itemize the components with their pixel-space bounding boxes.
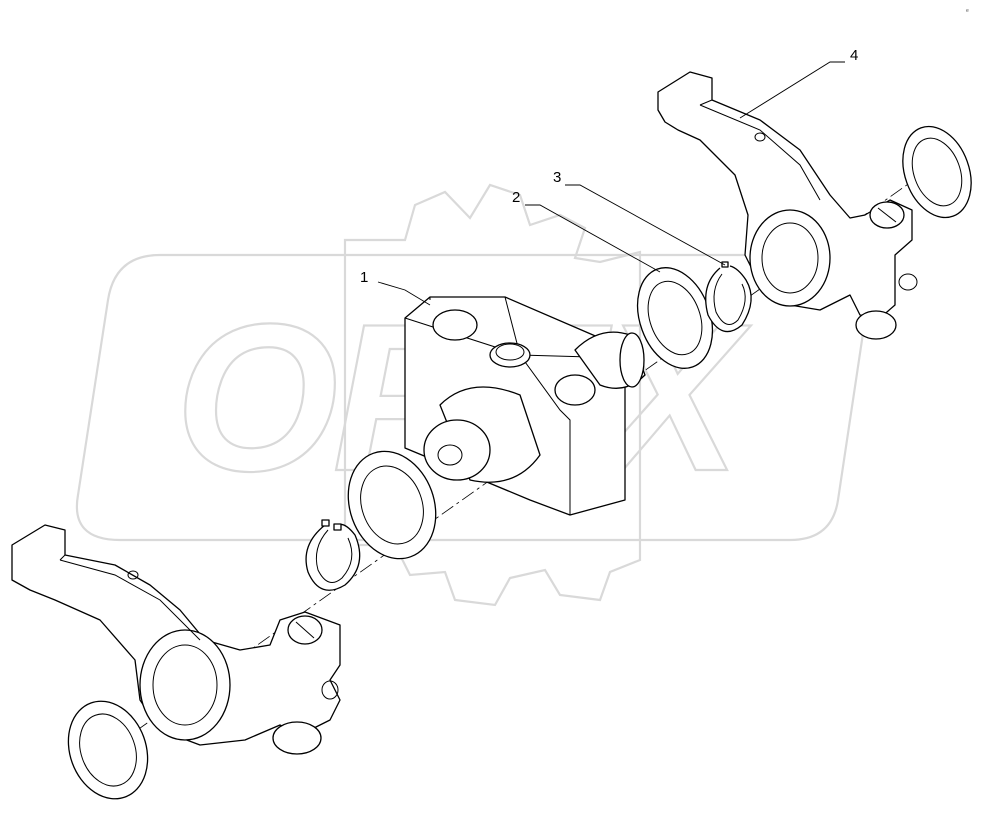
callout-4: 4: [850, 47, 858, 64]
callout-3: 3: [553, 169, 561, 186]
washer-rear: [636, 267, 714, 369]
callout-2: 2: [512, 189, 520, 206]
leader-4: [739, 61, 845, 119]
washer-front-outer: [67, 700, 149, 800]
washer-rear-outer: [902, 125, 972, 219]
circlip-front: [305, 519, 361, 591]
corner-mark: e: [966, 8, 969, 14]
callout-1: 1: [360, 269, 368, 286]
watermark-gear: [343, 183, 642, 607]
leader-2: [525, 204, 661, 273]
washer-front: [347, 450, 437, 560]
leader-1: [377, 281, 431, 306]
part-1-shaft-bracket: [404, 296, 646, 516]
part-4-rocker-arm-rear: [657, 71, 918, 340]
circlip-rear: [705, 261, 752, 333]
rocker-arm-front: [11, 524, 341, 755]
leader-3: [565, 184, 726, 266]
